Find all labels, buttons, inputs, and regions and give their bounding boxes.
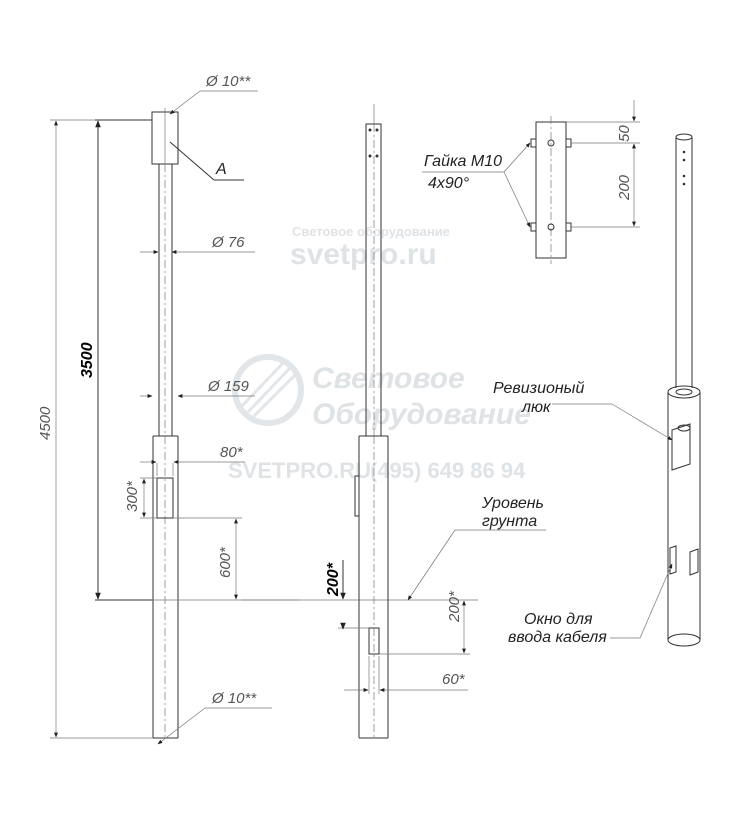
- dim-200-bold-label: 200*: [325, 562, 342, 597]
- dim-60-label: 60*: [442, 671, 466, 688]
- dim-300-label: 300*: [124, 480, 141, 512]
- hatch-label-line1: Ревизионый: [493, 380, 584, 397]
- callout-a-label: A: [215, 161, 227, 178]
- watermark-logo-line1: Световое: [312, 362, 465, 395]
- left-view: A Ø 10** Ø 76 Ø 159 80* 300* 600*: [37, 73, 300, 745]
- ground-label-line2: грунта: [482, 513, 537, 530]
- watermark-contact-site: SVETPRO.RU: [228, 458, 371, 483]
- cable-label-line1: Окно для: [524, 611, 593, 628]
- watermark: Световое оборудование svetpro.ru Светово…: [228, 224, 531, 483]
- dim-200-label: 200*: [446, 590, 463, 623]
- dim-600-label: 600*: [217, 546, 234, 578]
- iso-view: Ревизионый люк Окно для ввода кабеля: [493, 133, 701, 647]
- nut-label-line2: 4х90°: [428, 175, 470, 192]
- dia-top-label: Ø 10**: [205, 73, 251, 90]
- dim-3500-label: 3500: [79, 342, 96, 378]
- watermark-logo-line2: Оборудование: [312, 398, 531, 431]
- dia-bottom-label: Ø 10**: [211, 690, 257, 707]
- watermark-line1: Световое оборудование: [292, 224, 450, 239]
- cable-label-line2: ввода кабеля: [508, 629, 607, 646]
- watermark-logo-icon: [232, 354, 304, 426]
- dim-4500-label: 4500: [37, 406, 54, 440]
- hatch-label-line2: люк: [521, 399, 552, 416]
- detail-dim-50-label: 50: [616, 125, 633, 142]
- dia-76-label: Ø 76: [211, 234, 245, 251]
- watermark-line2: svetpro.ru: [290, 238, 437, 271]
- dim-80-label: 80*: [220, 444, 244, 461]
- nut-label-line1: Гайка М10: [424, 153, 502, 170]
- detail-dim-200-label: 200: [616, 174, 633, 201]
- ground-label-line1: Уровень: [481, 495, 544, 512]
- callout-a: A: [169, 141, 244, 181]
- middle-view: 200* 200* 60* Уровень грунта: [325, 104, 546, 739]
- detail-a: Гайка М10 4х90° 50 200: [422, 100, 640, 264]
- dia-159-label: Ø 159: [207, 378, 250, 395]
- watermark-contact-phone: (495) 649 86 94: [370, 458, 526, 483]
